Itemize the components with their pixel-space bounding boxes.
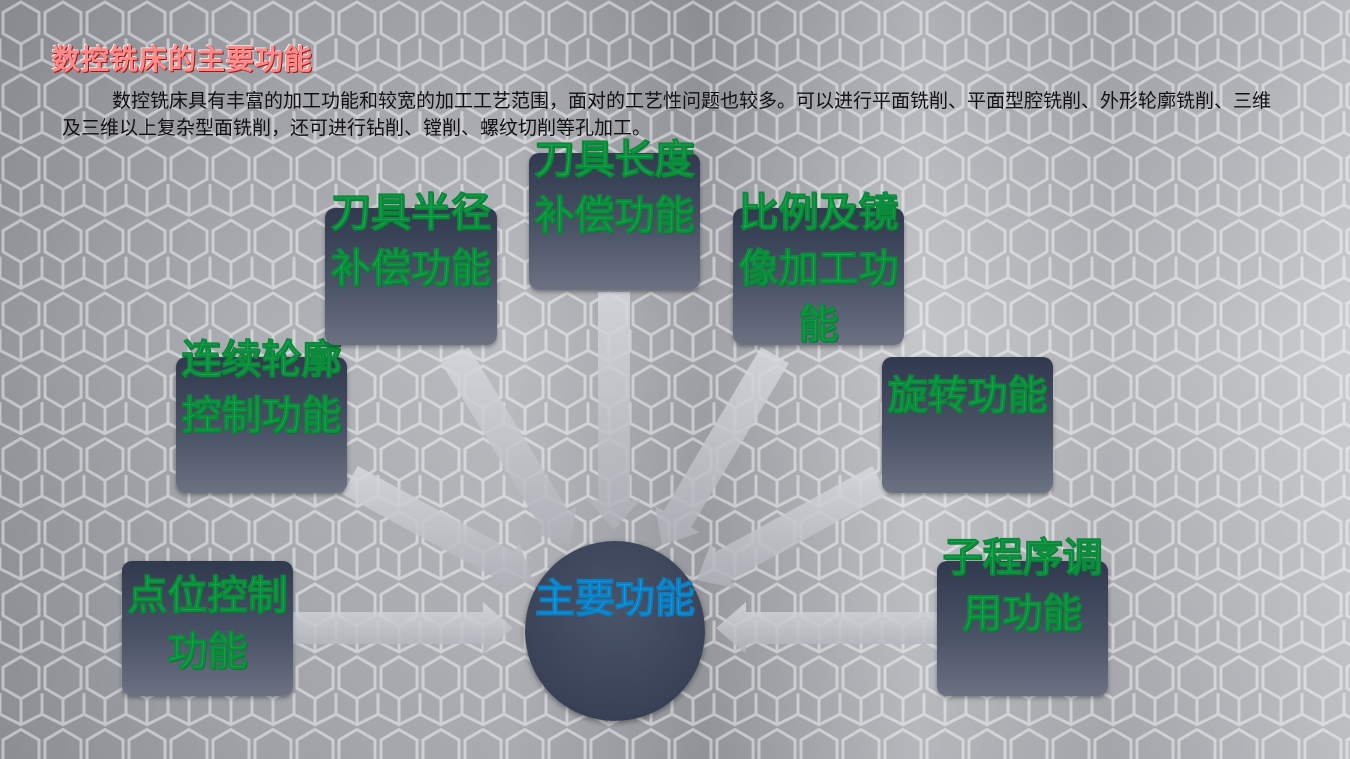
node-subprogram-call-box xyxy=(937,561,1108,696)
node-scale-mirror-label: 比例及镜像加工功能 xyxy=(738,190,899,349)
node-radius-compensation-label: 刀具半径补偿功能 xyxy=(331,190,492,293)
node-rotation-label: 旋转功能 xyxy=(887,373,1048,420)
node-length-compensation-label: 刀具长度补偿功能 xyxy=(534,137,695,240)
arrow-length-compensation xyxy=(588,292,640,530)
arrow-radius-compensation xyxy=(441,346,577,545)
node-point-control-label: 点位控制功能 xyxy=(127,573,288,676)
node-contour-control-box xyxy=(176,357,347,493)
node-rotation-box xyxy=(882,357,1053,493)
center-hub-circle xyxy=(525,541,705,721)
node-scale-mirror-box xyxy=(733,208,904,345)
node-point-control-box xyxy=(122,561,293,696)
slide-title: 数控铣床的主要功能 xyxy=(52,43,314,76)
node-length-compensation-box xyxy=(529,153,700,290)
arrow-subprogram-call xyxy=(716,602,937,654)
intro-paragraph: 数控铣床具有丰富的加工功能和较宽的加工工艺范围，面对的工艺性问题也较多。可以进行… xyxy=(62,90,1272,139)
arrow-scale-mirror xyxy=(655,346,789,545)
node-contour-control-label: 连续轮廓控制功能 xyxy=(181,337,342,440)
node-subprogram-call-label: 子程序调用功能 xyxy=(942,535,1103,638)
arrow-point-control xyxy=(293,602,513,654)
arrow-rotation xyxy=(697,466,888,589)
center-hub-label: 主要功能 xyxy=(535,576,696,623)
arrow-contour-control xyxy=(342,466,533,589)
node-radius-compensation-box xyxy=(325,208,497,345)
